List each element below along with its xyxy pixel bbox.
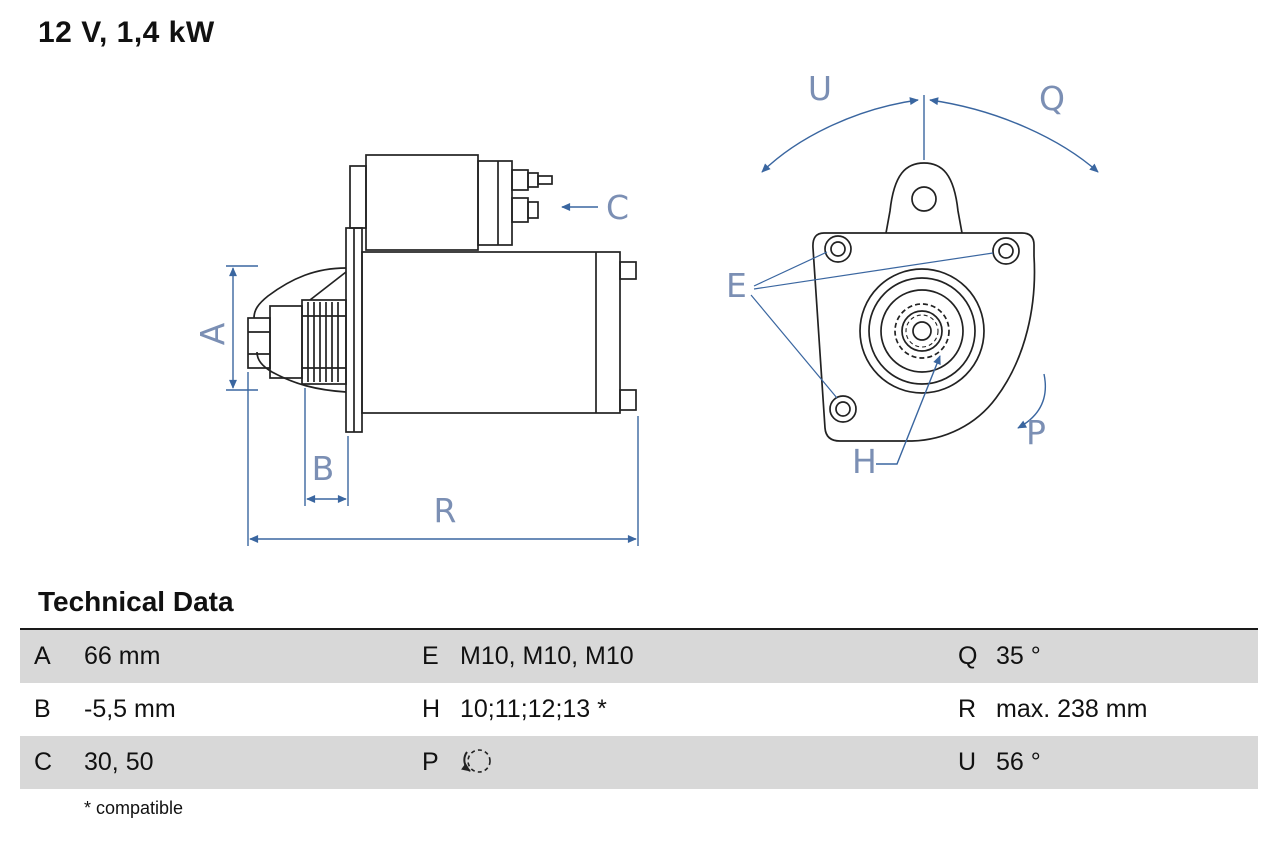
dim-label-u: U	[808, 69, 832, 108]
page-title: 12 V, 1,4 kW	[38, 16, 215, 49]
table-key: Q	[958, 642, 978, 670]
dim-label-p: P	[1026, 413, 1046, 452]
table-value: 10;11;12;13 *	[460, 695, 607, 723]
top-tab	[885, 162, 963, 234]
solenoid-terminal	[511, 197, 529, 223]
motor-body	[361, 251, 621, 414]
table-key: B	[34, 695, 51, 723]
dim-label-c: C	[606, 188, 629, 227]
bolt-holes	[824, 235, 1020, 423]
housing-bore	[859, 268, 985, 394]
table-key: R	[958, 695, 977, 723]
table-key: E	[422, 642, 439, 670]
table-value: M10, M10, M10	[460, 642, 634, 670]
table-row: C 30, 50 P U 56 °	[20, 736, 1258, 789]
dim-label-a: A	[193, 322, 232, 345]
technical-data-heading: Technical Data	[38, 586, 234, 617]
table-key: A	[34, 642, 51, 670]
table-value	[454, 747, 944, 777]
table-value: 35 °	[996, 642, 1041, 670]
solenoid-terminal	[511, 169, 529, 191]
solenoid-body	[365, 154, 479, 251]
front-view	[812, 162, 1036, 442]
side-view-dimensions	[226, 203, 639, 546]
table-key: H	[422, 695, 441, 723]
table-row: A 66 mm E M10, M10, M10 Q 35 °	[20, 630, 1258, 683]
side-view	[247, 154, 637, 433]
drive-housing	[253, 267, 347, 319]
dim-label-b: B	[312, 449, 335, 488]
table-row: B -5,5 mm H 10;11;12;13 * R max. 238 mm	[20, 683, 1258, 736]
table-value: 56 °	[996, 748, 1041, 776]
starter-motor-technical-drawing: A B R C	[193, 69, 1099, 546]
dim-label-q: Q	[1039, 79, 1065, 118]
table-value: 30, 50	[84, 748, 154, 776]
table-key: P	[422, 748, 439, 776]
table-value: -5,5 mm	[84, 695, 176, 723]
pinion-gear	[301, 299, 347, 385]
footnote-compatible: * compatible	[84, 798, 184, 818]
table-value: 66 mm	[84, 642, 161, 670]
dim-label-r: R	[434, 491, 457, 530]
flange-plate	[812, 232, 1036, 442]
technical-data-table: A 66 mm E M10, M10, M10 Q 35 ° B -5,5 mm…	[20, 628, 1258, 789]
table-key: U	[958, 748, 977, 776]
table-key: C	[34, 748, 53, 776]
front-view-dimensions	[750, 95, 1099, 465]
rotation-direction-icon	[461, 748, 491, 773]
dim-label-e: E	[726, 266, 747, 305]
table-value: max. 238 mm	[996, 695, 1148, 723]
dim-label-h: H	[852, 442, 877, 481]
tab-hole	[911, 186, 937, 212]
